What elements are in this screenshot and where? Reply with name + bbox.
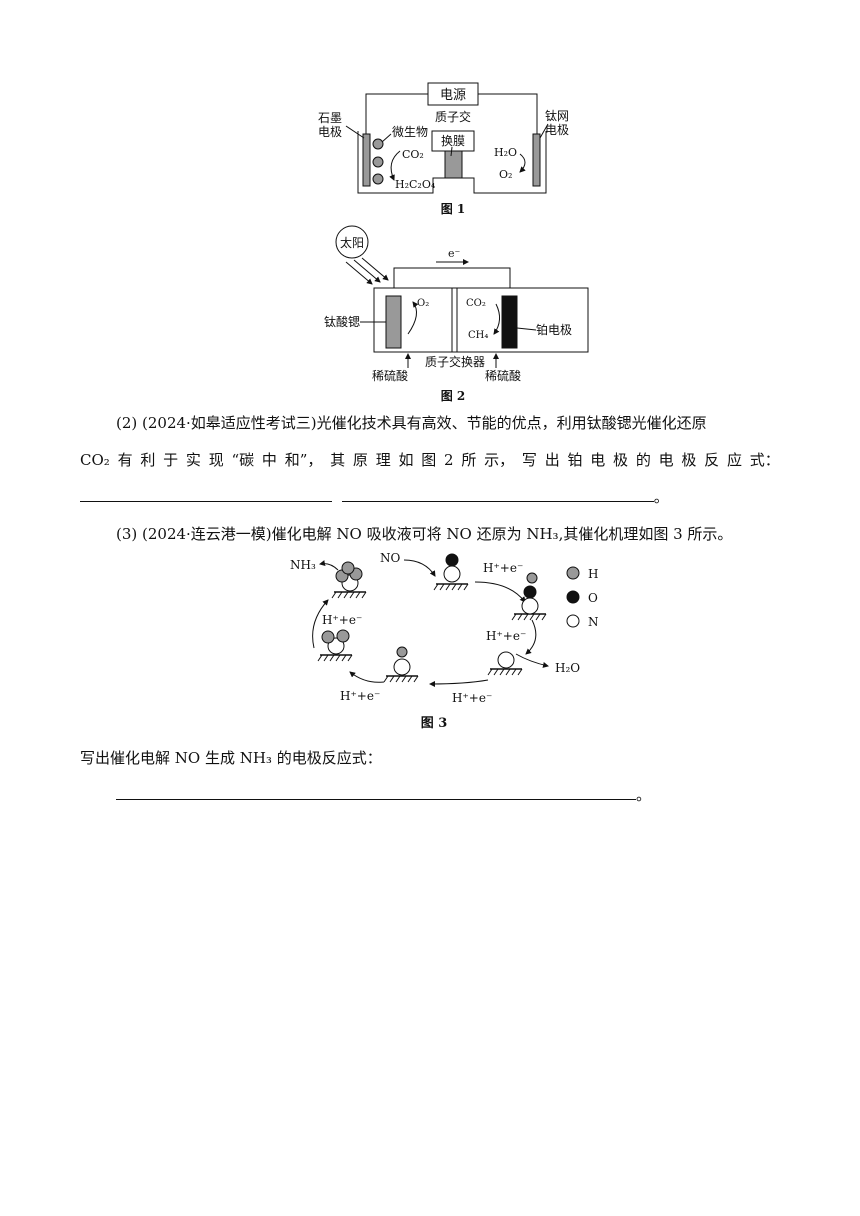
proton-exchanger-label: 质子交换器 <box>425 354 485 369</box>
strontium-titanate-label: 钛酸锶 <box>324 314 360 329</box>
strontium-titanate-electrode <box>385 295 402 349</box>
figure-3: NH₃ NO H⁺+e⁻ H⁺+e⁻ H₂O H⁺+e⁻ H⁺+e⁻ <box>290 551 599 731</box>
left-electrode-label-2: 电极 <box>318 125 342 139</box>
nh3-label: NH₃ <box>290 558 316 572</box>
question-2-line-2-char: 图 <box>421 451 437 469</box>
titanium-electrode <box>532 133 541 187</box>
o2-label: O₂ <box>499 168 512 181</box>
power-source-box <box>427 82 479 106</box>
question-2-line-2-char: 极 <box>613 451 629 469</box>
question-2-line-2-char: 于 <box>163 451 179 469</box>
question-2-line-2-char: 出 <box>544 451 560 469</box>
figure-2-caption: 图 2 <box>441 389 466 403</box>
h-e-label: H⁺+e⁻ <box>452 691 492 705</box>
h-e-label: H⁺+e⁻ <box>340 689 380 703</box>
question-2-line-1: (2) (2024·如皋适应性考试三)光催化技术具有高效、节能的优点，利用钛酸锶… <box>116 414 707 432</box>
site-n <box>487 651 523 676</box>
right-electrode-label-1: 钛网 <box>545 108 569 123</box>
photo-cell <box>373 287 589 353</box>
question-2-line-2-char: 的 <box>635 451 651 469</box>
membrane-label-1: 质子交 <box>435 109 471 124</box>
question-2-line-2-char: 极 <box>681 451 697 469</box>
question-2-line-2-char: 中 <box>261 451 277 469</box>
h2o-label: H₂O <box>555 661 580 675</box>
question-2-line-2-char: 反 <box>704 451 720 469</box>
sun-label: 太阳 <box>340 235 364 250</box>
question-2-line-2-char: 其 <box>330 451 346 469</box>
site-no <box>433 553 469 591</box>
microbe-dot <box>372 138 384 150</box>
question-2-answer: 。 <box>80 479 780 516</box>
question-3-prompt-text: 写出催化电解 NO 生成 NH₃ 的电极反应式： <box>80 749 382 767</box>
graphite-electrode <box>362 133 371 187</box>
legend-n: N <box>588 615 599 629</box>
microbe-dot <box>372 156 384 168</box>
site-nh <box>383 646 419 683</box>
left-electrode-label-1: 石墨 <box>318 111 342 125</box>
question-2-line-2-char: 电 <box>658 451 674 469</box>
acid-left-label: 稀硫酸 <box>372 368 408 383</box>
question-3-answer: 。 <box>80 777 780 814</box>
legend-o: O <box>588 591 598 605</box>
proton-membrane <box>444 150 463 179</box>
no-label: NO <box>380 551 401 565</box>
answer-blank[interactable] <box>116 781 636 800</box>
co2-label: CO₂ <box>402 148 424 161</box>
o2-label: O₂ <box>417 298 429 309</box>
legend-h: H <box>588 567 598 581</box>
question-2-line-2-char: 和”， <box>284 451 323 469</box>
question-2-line-2-char: 应 <box>726 451 742 469</box>
question-2-line-2-char: 实 <box>185 451 201 469</box>
question-3: (3) (2024·连云港一模)催化电解 NO 吸收液可将 NO 还原为 NH₃… <box>80 516 780 553</box>
h-e-label: H⁺+e⁻ <box>322 613 362 627</box>
acid-right-label: 稀硫酸 <box>485 368 521 383</box>
h-e-label: H⁺+e⁻ <box>483 561 523 575</box>
site-nh3 <box>331 561 367 599</box>
answer-blank[interactable] <box>341 483 654 502</box>
question-2-line-2-char: “碳 <box>231 451 255 469</box>
membrane-label-2: 换膜 <box>441 134 465 148</box>
question-2-line-2-char: 如 <box>398 451 414 469</box>
question-2-line-2-char: 原 <box>352 451 368 469</box>
period: 。 <box>653 488 669 506</box>
question-3-prompt: 写出催化电解 NO 生成 NH₃ 的电极反应式： 。 <box>80 740 780 814</box>
question-2-line-2-char: 电 <box>590 451 606 469</box>
question-2-line-2-char: 写 <box>521 451 537 469</box>
question-2-line-2-char: 有 <box>117 451 133 469</box>
question-2: (2) (2024·如皋适应性考试三)光催化技术具有高效、节能的优点，利用钛酸锶… <box>80 405 780 516</box>
question-2-line-2-char: 利 <box>140 451 156 469</box>
question-3-line: (3) (2024·连云港一模)催化电解 NO 吸收液可将 NO 还原为 NH₃… <box>116 525 733 543</box>
sun-icon <box>335 225 369 259</box>
legend <box>566 566 580 628</box>
co2-label: CO₂ <box>466 298 486 309</box>
right-electrode-label-2: 电极 <box>545 123 569 137</box>
figure-3-caption: 图 3 <box>421 716 448 731</box>
platinum-electrode <box>501 295 518 349</box>
electron-label: e⁻ <box>448 247 461 260</box>
microbe-dot <box>372 173 384 185</box>
question-2-line-2-char: 所 <box>461 451 477 469</box>
question-2-line-2-char: 2 <box>444 451 454 469</box>
question-2-line-2-char: 现 <box>208 451 224 469</box>
microbe-label: 微生物 <box>392 125 428 139</box>
h2c2o4-label: H₂C₂O₄ <box>395 178 436 191</box>
site-hno <box>511 572 547 621</box>
figure-1-caption: 图 1 <box>441 202 466 216</box>
h-e-label: H⁺+e⁻ <box>486 629 526 643</box>
question-2-line-2-char: 式： <box>749 451 780 469</box>
figure-2: 太阳 e⁻ O₂ CO₂ CH₄ 钛酸锶 铂电极 质子交换器 稀硫酸 稀硫酸 图… <box>324 225 589 403</box>
answer-blank[interactable] <box>80 483 332 502</box>
question-2-line-2-char: 理 <box>375 451 391 469</box>
h2o-label: H₂O <box>494 146 517 159</box>
question-2-line-2-char: CO₂ <box>80 451 110 469</box>
figure-1: 电源 石墨 电极 钛网 电极 质子交 换膜 微生物 CO₂ H₂C₂O₄ H₂O… <box>318 82 569 216</box>
question-2-line-2-char: 示， <box>484 451 515 469</box>
period: 。 <box>636 786 652 804</box>
platinum-label: 铂电极 <box>536 322 572 337</box>
power-source-label: 电源 <box>440 88 466 103</box>
ch4-label: CH₄ <box>468 330 488 341</box>
question-2-line-2-char: 铂 <box>567 451 583 469</box>
site-nh2 <box>317 629 353 662</box>
